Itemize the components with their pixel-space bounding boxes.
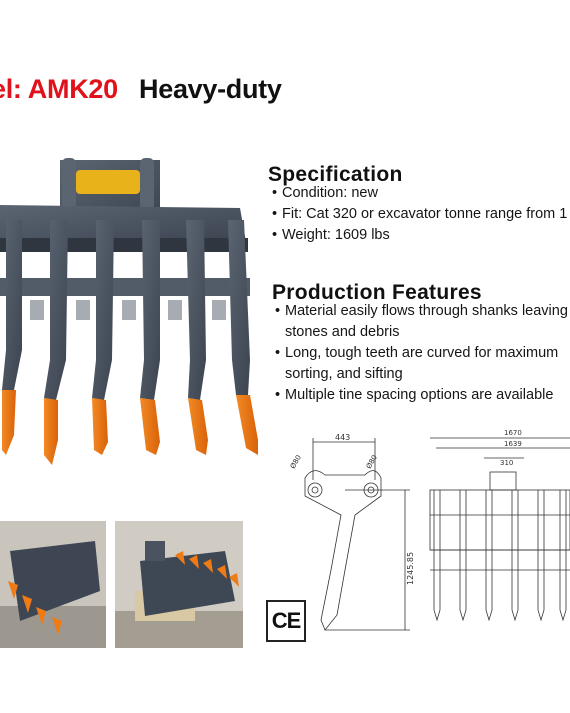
dim-height: 1245.85 (406, 552, 415, 585)
product-photo-angle-2 (115, 521, 243, 648)
dim-center-width: 310 (500, 459, 513, 467)
front-view-drawing: 1670 1639 310 (429, 429, 570, 622)
spec-item: Fit: Cat 320 or excavator tonne range fr… (270, 204, 567, 225)
feature-item: Material easily flows through shanks lea… (273, 301, 570, 343)
features-title: Production Features (272, 281, 482, 304)
features-list: Material easily flows through shanks lea… (273, 301, 570, 406)
dim-pin-spacing: 443 (335, 433, 350, 442)
side-view-drawing: 443 Ø80 Ø80 1245.85 (289, 433, 415, 631)
dim-pin-right: Ø80 (365, 454, 379, 470)
product-title: el: AMK20 Heavy-duty (0, 74, 282, 114)
dim-width-inner: 1639 (504, 440, 522, 448)
ce-certification-mark: CE (266, 600, 306, 642)
type-label: Heavy-duty (139, 74, 282, 104)
specification-title: Specification (268, 163, 403, 186)
dim-width-outer: 1670 (504, 429, 522, 437)
specification-list: Condition: new Fit: Cat 320 or excavator… (270, 183, 567, 246)
rake-product-image (0, 158, 258, 465)
spec-item: Weight: 1609 lbs (270, 225, 567, 246)
feature-item: Long, tough teeth are curved for maximum… (273, 343, 570, 385)
product-photo-angle-1 (0, 521, 106, 648)
model-label: el: AMK20 (0, 74, 118, 104)
spec-item: Condition: new (270, 183, 567, 204)
feature-item: Multiple tine spacing options are availa… (273, 385, 570, 406)
dim-pin-left: Ø80 (289, 454, 303, 470)
